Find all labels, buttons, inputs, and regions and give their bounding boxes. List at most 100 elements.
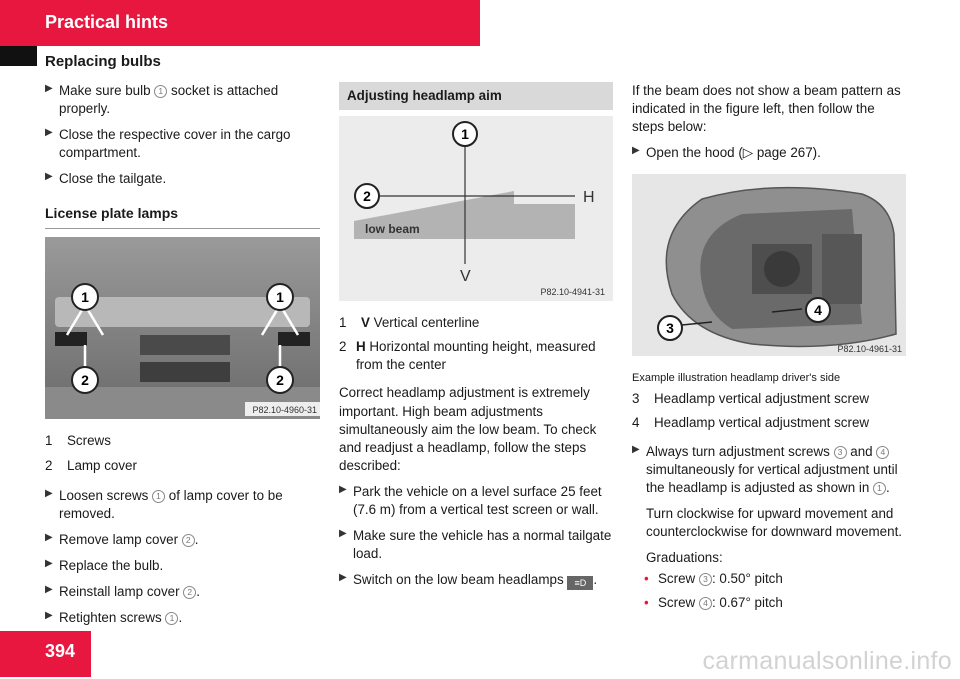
page-number-box: 394 [0, 631, 91, 677]
steps-list: ▶ Loosen screws 1 of lamp cover to be rem… [45, 487, 320, 628]
legend-key: 1 [339, 315, 347, 331]
bullet-text: Screw [658, 571, 699, 587]
bullet-item: •Screw 4: 0.67° pitch [644, 594, 910, 612]
step-text: Loosen screws [59, 487, 153, 503]
ref-number: 3 [698, 573, 712, 587]
step-text: Switch on the low beam headlamps [353, 572, 564, 588]
callout-1-left: 1 [71, 283, 99, 312]
legend-key: 2 [45, 457, 53, 473]
bullet-item: •Screw 3: 0.50° pitch [644, 570, 910, 588]
column-middle: Adjusting headlamp aim low beam H V 1 2 … [339, 82, 613, 598]
legend-item: 1 Screws [45, 432, 320, 450]
figure-code: P82.10-4941-31 [540, 287, 605, 297]
step-item: ▶Switch on the low beam headlamps ≡D. [339, 572, 598, 591]
step-text: Make sure the vehicle has a normal tailg… [353, 528, 612, 562]
step-item: ▶Reinstall lamp cover 2. [45, 583, 320, 601]
low-beam-label: low beam [365, 222, 420, 236]
legend-bold: H [355, 339, 366, 355]
axis-v-label: V [460, 268, 471, 285]
step-arrow-icon: ▶ [45, 531, 53, 543]
legend-item: 3 Headlamp vertical adjustment screw [632, 390, 910, 408]
step-arrow-icon: ▶ [45, 557, 53, 569]
step-text: of lamp cover to be removed. [59, 487, 283, 521]
legend-text: Headlamp vertical adjustment screw [654, 391, 870, 407]
ref-number: 1 [154, 85, 168, 98]
ref-number: 2 [183, 586, 197, 600]
step-arrow-icon: ▶ [45, 610, 53, 622]
low-beam-icon: ≡D [567, 576, 594, 591]
step-text: . [194, 531, 199, 547]
figure-caption: Example illustration headlamp driver's s… [632, 372, 841, 385]
legend-item: 4 Headlamp vertical adjustment screw [632, 414, 910, 432]
svg-text:2: 2 [81, 372, 89, 388]
header-marker [0, 46, 37, 66]
legend-key: 2 [339, 339, 347, 355]
step-text: Make sure bulb [59, 83, 155, 98]
step-item: ▶Retighten screws 1. [45, 609, 320, 627]
callout-1-right: 1 [266, 283, 294, 312]
svg-text:4: 4 [814, 302, 822, 318]
ref-number: 4 [698, 597, 712, 611]
callout-1: 1 [452, 121, 478, 148]
header-bar: Practical hints [0, 0, 480, 46]
legend-text: Headlamp vertical adjustment screw [654, 415, 870, 431]
bullet-dot: • [644, 595, 649, 611]
paragraph: Correct headlamp adjustment is extremely… [339, 385, 597, 473]
step-arrow-icon: ▶ [632, 443, 640, 455]
step-arrow-icon: ▶ [45, 584, 53, 596]
legend-item: 1 V Vertical centerline [339, 314, 613, 332]
step-text: Replace the bulb. [59, 557, 164, 573]
step-item: ▶Remove lamp cover 2. [45, 531, 320, 549]
graduations-label: Graduations: [646, 549, 723, 565]
step-item: ▶Park the vehicle on a level surface 25 … [339, 483, 613, 519]
svg-text:3: 3 [666, 320, 674, 336]
legend-bold: V [361, 315, 370, 331]
legend-text: Screws [67, 433, 111, 449]
ref-number: 1 [165, 612, 179, 626]
ref-number: 1 [152, 489, 166, 503]
step-item: ▶ Loosen screws 1 of lamp cover to be rem… [45, 487, 320, 523]
callout-3: 3 [657, 315, 683, 342]
legend-text: V Vertical centerline [361, 315, 480, 331]
bullet-text: Screw [658, 595, 699, 611]
step-open-hood: ▶ Open the hood (▷ page 267). [632, 145, 821, 161]
step-text: socket is attached properly. [59, 83, 279, 117]
step-arrow-icon: ▶ [339, 572, 347, 584]
step-arrow-icon: ▶ [45, 127, 53, 139]
watermark: carmanualsonline.info [702, 647, 952, 675]
chapter-title: Practical hints [45, 12, 169, 32]
legend-key: 4 [632, 415, 640, 431]
step-item: ▶Close the tailgate. [45, 170, 320, 188]
paragraph: If the beam does not show a beam pattern… [632, 83, 901, 135]
step-arrow-icon: ▶ [45, 83, 53, 94]
step-item: ▶Close the respective cover in the cargo… [45, 126, 320, 162]
step-item: ▶ Make sure bulb 1 socket is attached pro… [45, 82, 320, 118]
svg-text:2: 2 [276, 372, 284, 388]
section-heading: License plate lamps [45, 204, 320, 230]
axis-h-label: H [583, 189, 595, 206]
legend-key: 1 [45, 433, 53, 449]
step-arrow-icon: ▶ [339, 528, 347, 540]
svg-text:1: 1 [276, 289, 284, 305]
license-plate-figure: 1 1 2 2 P82.10-4960-31 [45, 237, 320, 424]
svg-text:1: 1 [81, 289, 89, 305]
bullet-text: : 0.50° pitch [711, 571, 783, 587]
column-left: ▶ Make sure bulb 1 socket is attached pro… [45, 82, 320, 635]
callout-2-right: 2 [266, 366, 294, 395]
step-arrow-icon: ▶ [45, 487, 53, 499]
beam-diagram: low beam H V 1 2 P82.10-4941-31 [339, 116, 613, 306]
page-number: 394 [45, 641, 76, 661]
callout-2-left: 2 [71, 366, 99, 395]
legend-text: Lamp cover [67, 457, 137, 473]
step-turn-screws: ▶ Always turn adjustment screws 3 and 4 … [632, 443, 898, 495]
step-text: . [196, 584, 201, 600]
column-right: If the beam does not show a beam pattern… [632, 82, 910, 618]
legend-key: 3 [632, 391, 640, 407]
callout-2: 2 [354, 183, 380, 210]
paragraph: Turn clockwise for upward movement and c… [646, 505, 903, 539]
svg-text:1: 1 [461, 126, 469, 142]
section-heading: Adjusting headlamp aim [339, 82, 613, 111]
